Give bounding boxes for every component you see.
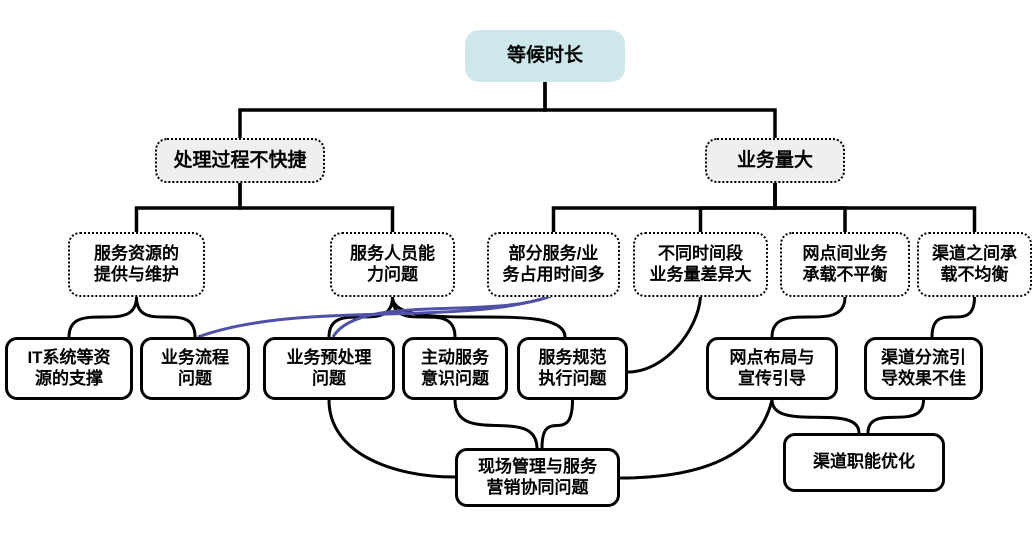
- node-onsite-management[interactable]: 现场管理与服务 营销协同问题: [455, 448, 620, 507]
- node-label: 不同时间段 业务量差异大: [649, 243, 752, 284]
- edge-high-volume-time-period-variance: [698, 183, 777, 232]
- edge-high-volume-channel-load-imbalance: [773, 183, 977, 232]
- node-channel-diversion[interactable]: 渠道分流引 导效果不佳: [864, 337, 983, 400]
- node-it-systems[interactable]: IT系统等资 源的支撑: [5, 337, 133, 400]
- node-label: 渠道之间承 载不均衡: [932, 243, 1017, 284]
- edge-staff-capability-proactive-service: [391, 296, 457, 338]
- edge-waiting-time-high-volume: [543, 82, 777, 138]
- node-label: 服务规范 执行问题: [538, 347, 607, 388]
- edge-branch-layout-onsite-management: [619, 399, 774, 480]
- node-branch-load-imbalance[interactable]: 网点间业务 承载不平衡: [780, 232, 910, 297]
- node-label: 服务资源的 提供与维护: [94, 243, 179, 284]
- node-label: 等候时长: [506, 45, 583, 67]
- edge-waiting-time-process-not-fast: [238, 82, 547, 138]
- node-service-standards[interactable]: 服务规范 执行问题: [517, 337, 628, 400]
- node-label: 业务预处理 问题: [286, 347, 372, 388]
- edge-process-not-fast-staff-capability: [238, 183, 395, 232]
- node-label: 处理过程不快捷: [173, 149, 307, 171]
- node-waiting-time[interactable]: 等候时长: [465, 30, 625, 82]
- edge-branch-layout-channel-function: [770, 399, 861, 434]
- node-branch-layout[interactable]: 网点布局与 宣传引导: [706, 337, 838, 400]
- node-process-not-fast[interactable]: 处理过程不快捷: [155, 138, 325, 183]
- edge-service-standards-onsite-management: [540, 399, 574, 449]
- node-high-volume[interactable]: 业务量大: [705, 138, 845, 183]
- node-staff-capability[interactable]: 服务人员能 力问题: [330, 232, 455, 297]
- node-label: 部分服务/业 务占用时间多: [502, 243, 605, 284]
- node-preprocessing-issues[interactable]: 业务预处理 问题: [263, 337, 395, 400]
- edge-proactive-service-onsite-management: [453, 399, 539, 449]
- node-label: 网点间业务 承载不平衡: [802, 243, 888, 284]
- edge-preprocessing-issues-onsite-management: [327, 399, 456, 479]
- edge-staff-capability-service-standards: [391, 296, 567, 338]
- node-label: 渠道分流引 导效果不佳: [881, 347, 966, 388]
- edge-time-consuming-services-preprocessing-issues: [331, 294, 552, 338]
- node-label: IT系统等资 源的支撑: [27, 347, 111, 388]
- edge-service-resources-it-systems: [67, 296, 138, 338]
- node-channel-function[interactable]: 渠道职能优化: [783, 433, 945, 492]
- node-process-issues[interactable]: 业务流程 问题: [140, 337, 250, 400]
- edge-process-not-fast-service-resources: [134, 183, 242, 232]
- edge-service-resources-process-issues: [135, 296, 197, 338]
- node-time-period-variance[interactable]: 不同时间段 业务量差异大: [633, 232, 768, 297]
- node-label: 主动服务 意识问题: [421, 347, 489, 388]
- node-label: 业务流程 问题: [161, 347, 229, 388]
- node-proactive-service[interactable]: 主动服务 意识问题: [402, 337, 508, 400]
- node-channel-load-imbalance[interactable]: 渠道之间承 载不均衡: [917, 232, 1032, 297]
- node-time-consuming-services[interactable]: 部分服务/业 务占用时间多: [487, 232, 620, 297]
- node-label: 业务量大: [736, 149, 813, 171]
- node-label: 渠道职能优化: [813, 452, 915, 472]
- node-label: 现场管理与服务 营销协同问题: [478, 456, 597, 497]
- node-label: 服务人员能 力问题: [350, 243, 435, 284]
- edge-channel-load-imbalance-channel-diversion: [930, 296, 976, 338]
- edge-channel-diversion-channel-function: [866, 399, 925, 434]
- edge-time-period-variance-service-standards: [627, 296, 702, 374]
- node-service-resources[interactable]: 服务资源的 提供与维护: [68, 232, 205, 297]
- edge-branch-load-imbalance-branch-layout: [770, 296, 847, 338]
- node-label: 网点布局与 宣传引导: [729, 347, 815, 388]
